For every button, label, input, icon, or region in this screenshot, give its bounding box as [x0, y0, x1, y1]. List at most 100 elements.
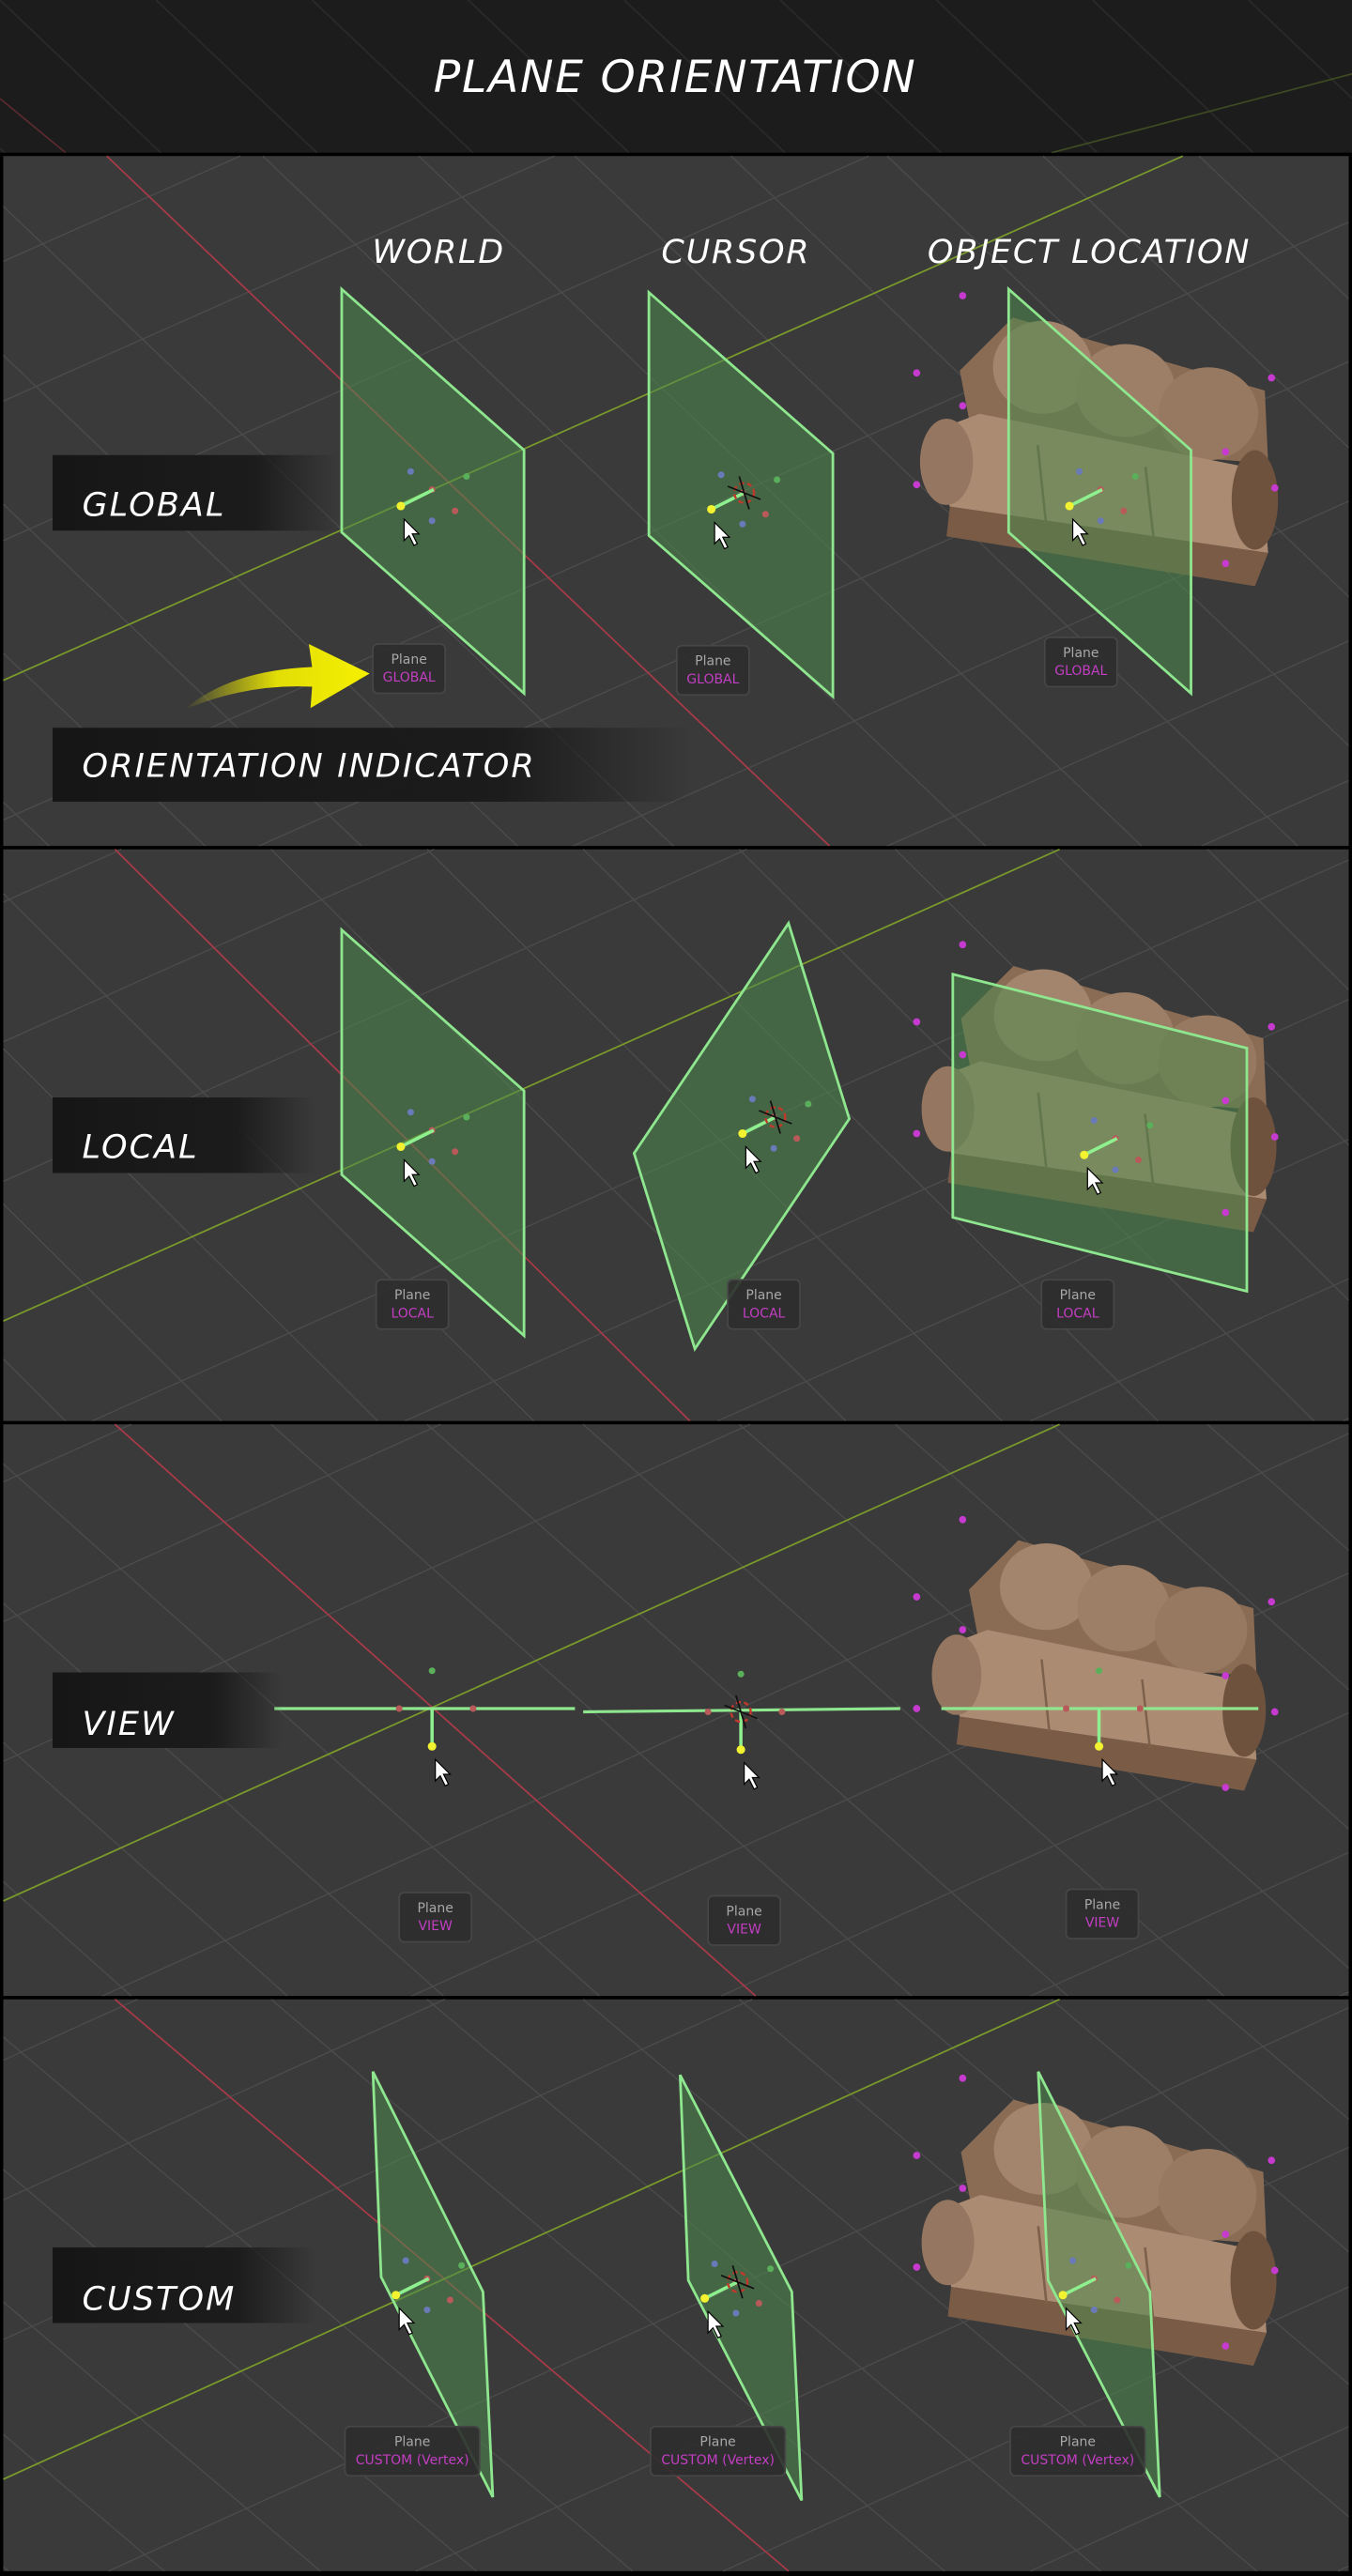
grid-line — [3, 1358, 67, 1422]
plane-gizmo[interactable] — [707, 471, 781, 550]
grid-line — [311, 0, 474, 154]
plane-gizmo[interactable] — [392, 2257, 466, 2336]
origin-point[interactable] — [396, 501, 406, 511]
origin-point[interactable] — [736, 1745, 745, 1755]
indicator-title: Plane — [695, 654, 730, 669]
bounding-point — [1221, 2231, 1230, 2238]
plane-preview[interactable] — [371, 2071, 495, 2498]
origin-point[interactable] — [1058, 2291, 1068, 2300]
grid-line — [935, 0, 1098, 154]
gizmo-handle[interactable] — [1120, 507, 1128, 514]
origin-point[interactable] — [738, 1128, 747, 1139]
plane-gizmo[interactable] — [700, 2261, 775, 2339]
plane-gizmo[interactable] — [738, 1096, 812, 1174]
gizmo-handle[interactable] — [1125, 2262, 1132, 2269]
plane-gizmo[interactable] — [704, 1670, 786, 1790]
plane-preview-edge-on[interactable] — [583, 1707, 900, 1714]
bounding-point — [1221, 1784, 1230, 1791]
gizmo-handle[interactable] — [446, 2296, 453, 2304]
gizmo-handle[interactable] — [778, 1709, 786, 1715]
grid-line — [3, 2301, 321, 2572]
gizmo-handle[interactable] — [452, 1148, 459, 1156]
gizmo-handle[interactable] — [463, 1113, 470, 1121]
origin-point[interactable] — [1080, 1150, 1089, 1159]
gizmo-handle[interactable] — [717, 471, 725, 479]
plane-gizmo[interactable] — [1058, 2257, 1132, 2336]
normal-stick — [1083, 1137, 1118, 1157]
gizmo-handle[interactable] — [1076, 468, 1083, 475]
grid-line — [779, 0, 942, 154]
plane-gizmo[interactable] — [396, 468, 470, 546]
gizmo-handle[interactable] — [402, 2257, 409, 2264]
gizmo-handle[interactable] — [452, 507, 459, 514]
gizmo-handle[interactable] — [1112, 1166, 1119, 1173]
gizmo-handle[interactable] — [755, 2300, 762, 2307]
gizmo-handle[interactable] — [395, 1705, 403, 1712]
gizmo-handle[interactable] — [423, 2307, 431, 2313]
origin-point[interactable] — [1065, 501, 1074, 511]
gizmo-handle[interactable] — [1090, 2307, 1098, 2313]
gizmo-handle[interactable] — [1063, 1705, 1070, 1712]
indicator-value: LOCAL — [1056, 1306, 1099, 1321]
gizmo-handle[interactable] — [1135, 1157, 1143, 1163]
gizmo-handle[interactable] — [1097, 517, 1104, 525]
y-axis-line — [3, 155, 1184, 682]
origin-point[interactable] — [1094, 1741, 1104, 1751]
gizmo-handle[interactable] — [428, 517, 436, 525]
gizmo-handle[interactable] — [767, 2265, 775, 2273]
gizmo-handle[interactable] — [739, 520, 746, 528]
gizmo-handle[interactable] — [737, 1670, 745, 1678]
gizmo-handle[interactable] — [774, 476, 781, 483]
gizmo-handle[interactable] — [711, 2261, 718, 2267]
plane-preview[interactable] — [951, 972, 1249, 1294]
plane-gizmo[interactable] — [395, 1667, 477, 1787]
origin-point[interactable] — [427, 1741, 437, 1751]
gizmo-handle[interactable] — [805, 1100, 812, 1108]
indicator-title: Plane — [417, 1901, 453, 1916]
plane-preview[interactable] — [1037, 2071, 1161, 2498]
grid-line — [3, 2566, 9, 2572]
gizmo-handle[interactable] — [458, 2262, 466, 2269]
bounding-point — [959, 2185, 967, 2192]
gizmo-handle[interactable] — [1090, 1117, 1098, 1124]
grid-line — [1051, 1999, 1349, 2253]
grid-line — [623, 0, 786, 154]
gizmo-handle[interactable] — [704, 1709, 712, 1715]
gizmo-handle[interactable] — [1096, 1667, 1103, 1675]
gizmo-handle[interactable] — [463, 473, 470, 480]
gizmo-handle[interactable] — [748, 1096, 756, 1103]
gizmo-handle[interactable] — [428, 1667, 436, 1675]
origin-point[interactable] — [396, 1142, 406, 1152]
bounding-point — [959, 1050, 967, 1059]
gizmo-handle[interactable] — [793, 1135, 801, 1142]
grid-line — [1030, 1851, 1349, 1997]
origin-point[interactable] — [700, 2293, 710, 2303]
gizmo-handle[interactable] — [732, 2309, 740, 2317]
plane-gizmo[interactable] — [396, 1109, 470, 1188]
gizmo-handle[interactable] — [407, 1109, 414, 1116]
column-header: WORLD — [372, 234, 505, 271]
mouse-pointer-icon — [745, 1145, 762, 1174]
origin-point[interactable] — [392, 2291, 401, 2300]
gizmo-handle[interactable] — [469, 1705, 477, 1712]
gizmo-handle[interactable] — [407, 468, 414, 475]
gizmo-handle[interactable] — [428, 1158, 436, 1165]
gizmo-handle[interactable] — [1069, 2257, 1077, 2264]
plane-gizmo[interactable] — [1063, 1667, 1144, 1787]
gizmo-handle[interactable] — [1146, 1122, 1154, 1129]
3d-cursor-crosshair — [720, 2264, 755, 2299]
gizmo-handle[interactable] — [761, 511, 769, 518]
gizmo-handle[interactable] — [1136, 1705, 1144, 1712]
grid-line — [3, 2036, 634, 2572]
plane-gizmo[interactable] — [1080, 1117, 1154, 1196]
gizmo-handle[interactable] — [1131, 473, 1139, 480]
plane-preview[interactable] — [678, 2074, 804, 2502]
gizmo-handle[interactable] — [770, 1144, 777, 1152]
gizmo-handle[interactable] — [1114, 2296, 1121, 2304]
plane-gizmo[interactable] — [1065, 468, 1139, 546]
origin-point[interactable] — [707, 504, 716, 514]
bounding-point — [959, 402, 967, 410]
bounding-point — [959, 2074, 967, 2082]
